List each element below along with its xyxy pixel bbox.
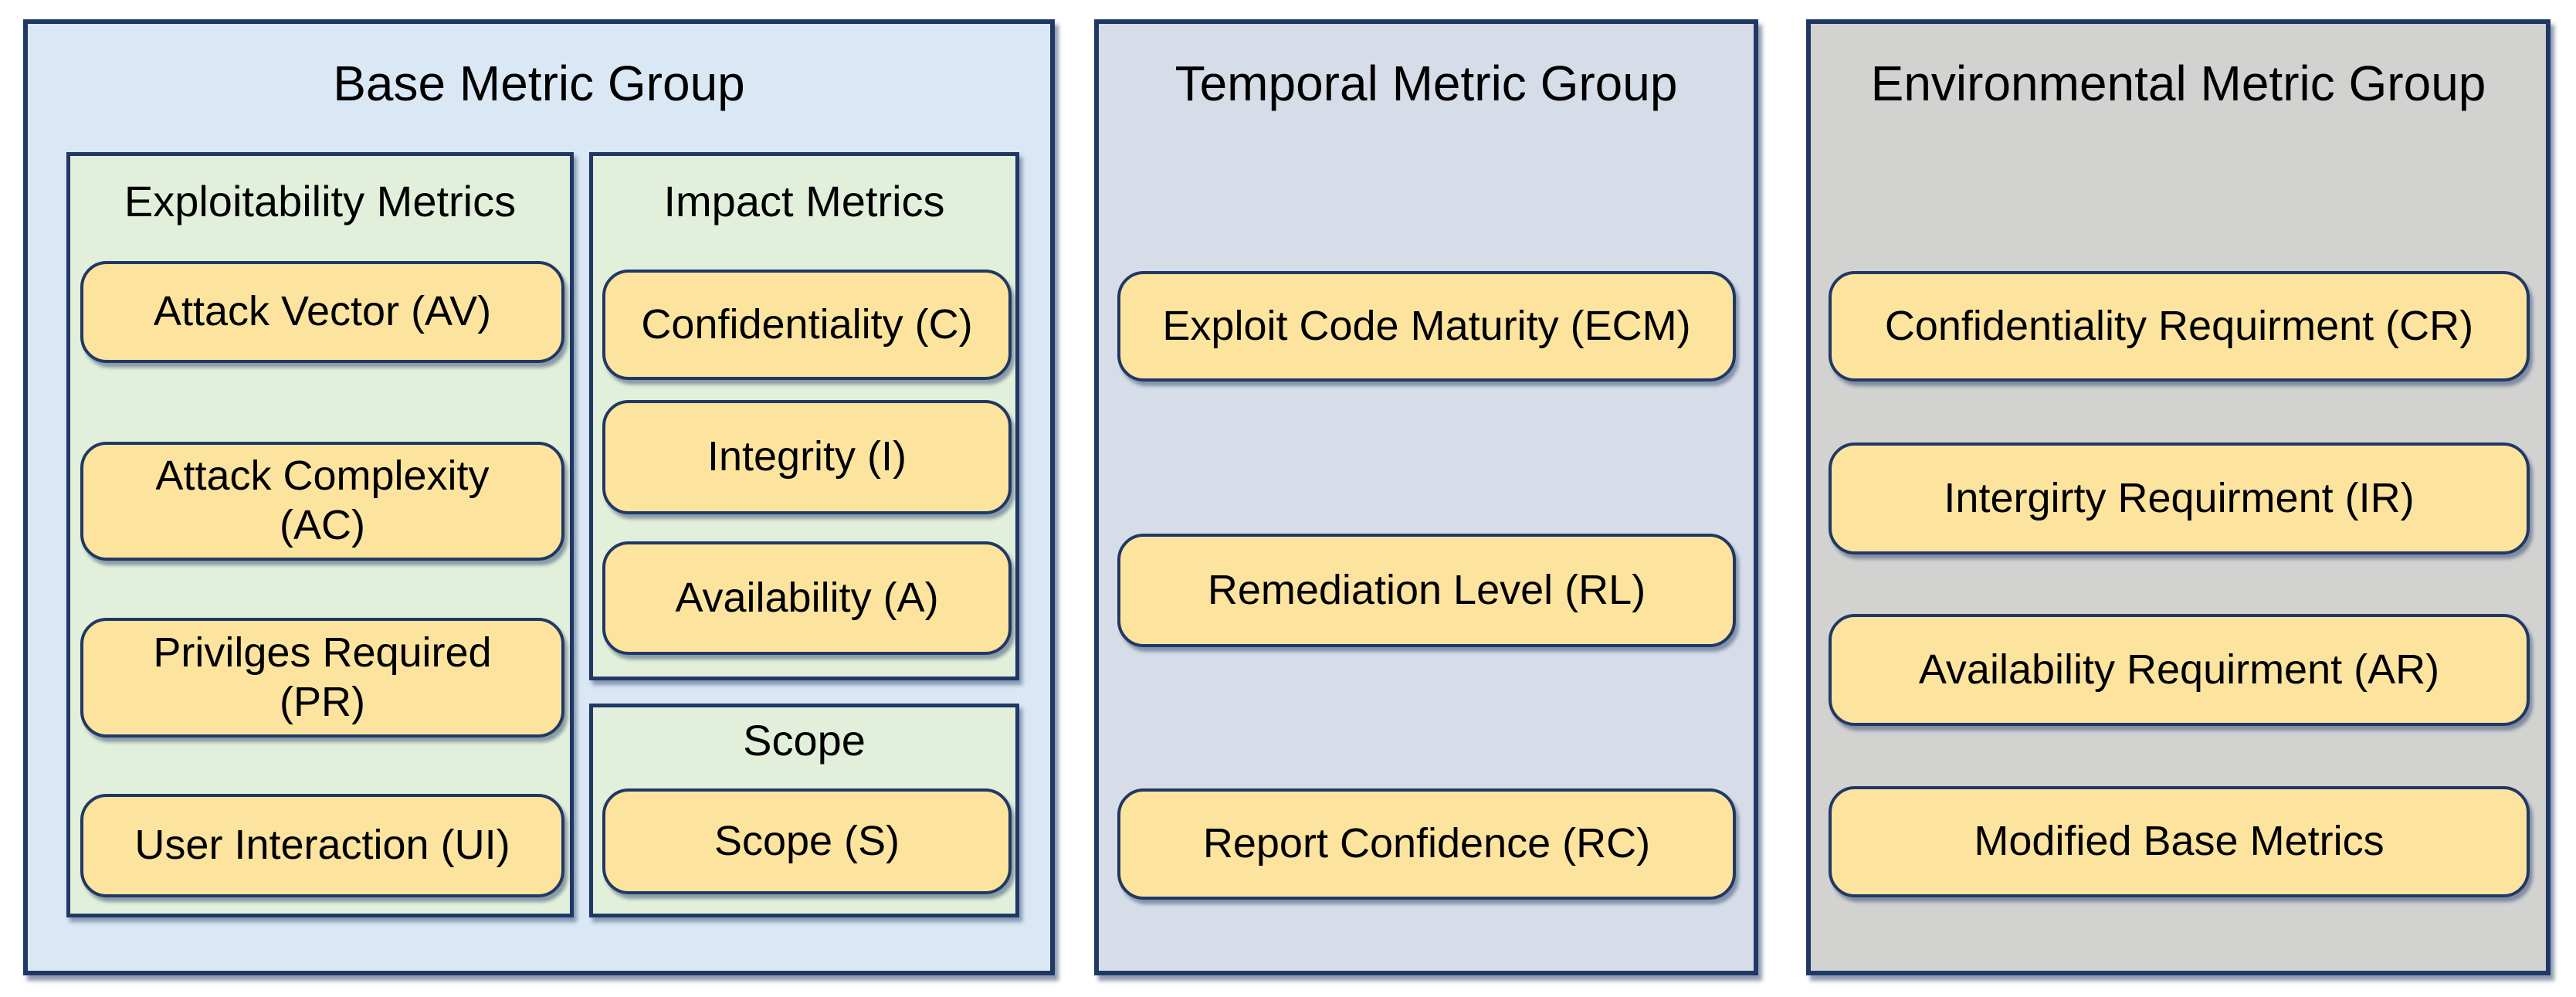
impact-metrics-title: Impact Metrics — [663, 177, 945, 226]
metric-box-integrity: Integrity (I) — [602, 400, 1012, 514]
metric-box-privileges-required: Privilges Required (PR) — [80, 618, 564, 738]
metric-box-report-confidence: Report Confidence (RC) — [1117, 788, 1736, 900]
base-metric-group: Base Metric Group Exploitability Metrics… — [23, 19, 1055, 975]
environmental-metric-group-title: Environmental Metric Group — [1870, 56, 2486, 111]
temporal-metric-group-title: Temporal Metric Group — [1174, 56, 1678, 111]
metric-box-availability-requirement: Availability Requirment (AR) — [1829, 614, 2530, 726]
base-metric-group-title: Base Metric Group — [333, 56, 745, 111]
environmental-metric-group: Environmental Metric Group Confidentiali… — [1806, 19, 2551, 975]
temporal-metric-group: Temporal Metric Group Exploit Code Matur… — [1094, 19, 1758, 975]
metric-box-confidentiality: Confidentiality (C) — [602, 270, 1012, 380]
metric-box-scope: Scope (S) — [602, 788, 1012, 894]
metric-box-attack-complexity: Attack Complexity (AC) — [80, 442, 564, 561]
metric-box-remediation-level: Remediation Level (RL) — [1117, 534, 1736, 647]
scope-panel: Scope Scope (S) — [589, 704, 1019, 917]
impact-metrics-panel: Impact Metrics Confidentiality (C) Integ… — [589, 152, 1019, 680]
metric-box-exploit-code-maturity: Exploit Code Maturity (ECM) — [1117, 271, 1736, 382]
exploitability-metrics-title: Exploitability Metrics — [124, 177, 517, 226]
scope-panel-title: Scope — [743, 716, 866, 765]
metric-box-modified-base-metrics: Modified Base Metrics — [1829, 786, 2530, 897]
metric-box-availability: Availability (A) — [602, 541, 1012, 655]
metric-box-integrity-requirement: Intergirty Requirment (IR) — [1829, 443, 2530, 554]
metric-box-attack-vector: Attack Vector (AV) — [80, 261, 564, 363]
exploitability-metrics-panel: Exploitability Metrics Attack Vector (AV… — [66, 152, 574, 917]
metric-box-user-interaction: User Interaction (UI) — [80, 794, 564, 897]
metric-box-confidentiality-requirement: Confidentiality Requirment (CR) — [1829, 271, 2530, 382]
